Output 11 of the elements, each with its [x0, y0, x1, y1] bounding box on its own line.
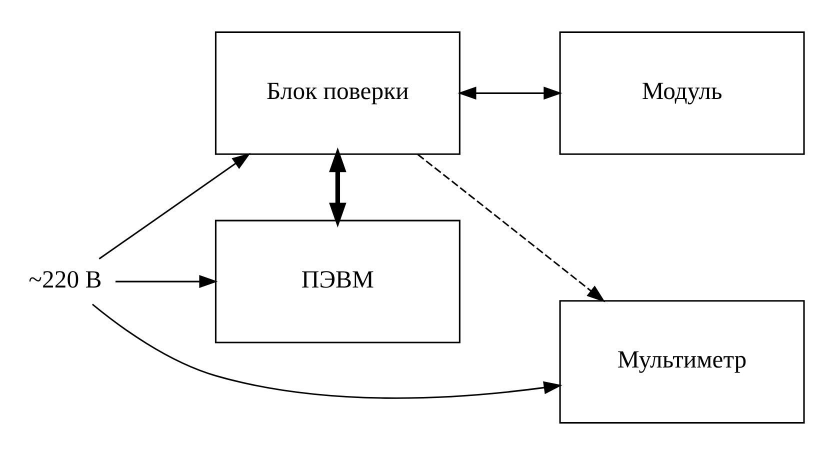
- node-text: ~220 В: [28, 266, 102, 293]
- node-box: ПЭВМ: [214, 219, 460, 343]
- node-box: Мультиметр: [559, 300, 805, 424]
- arrow: [417, 153, 606, 302]
- arrow: [98, 152, 251, 259]
- node-box: Модуль: [559, 30, 805, 154]
- arrow: [329, 146, 346, 227]
- arrow: [116, 274, 218, 288]
- arrow: [92, 303, 562, 398]
- node-box: Блок поверки: [214, 30, 460, 154]
- arrow: [458, 86, 562, 100]
